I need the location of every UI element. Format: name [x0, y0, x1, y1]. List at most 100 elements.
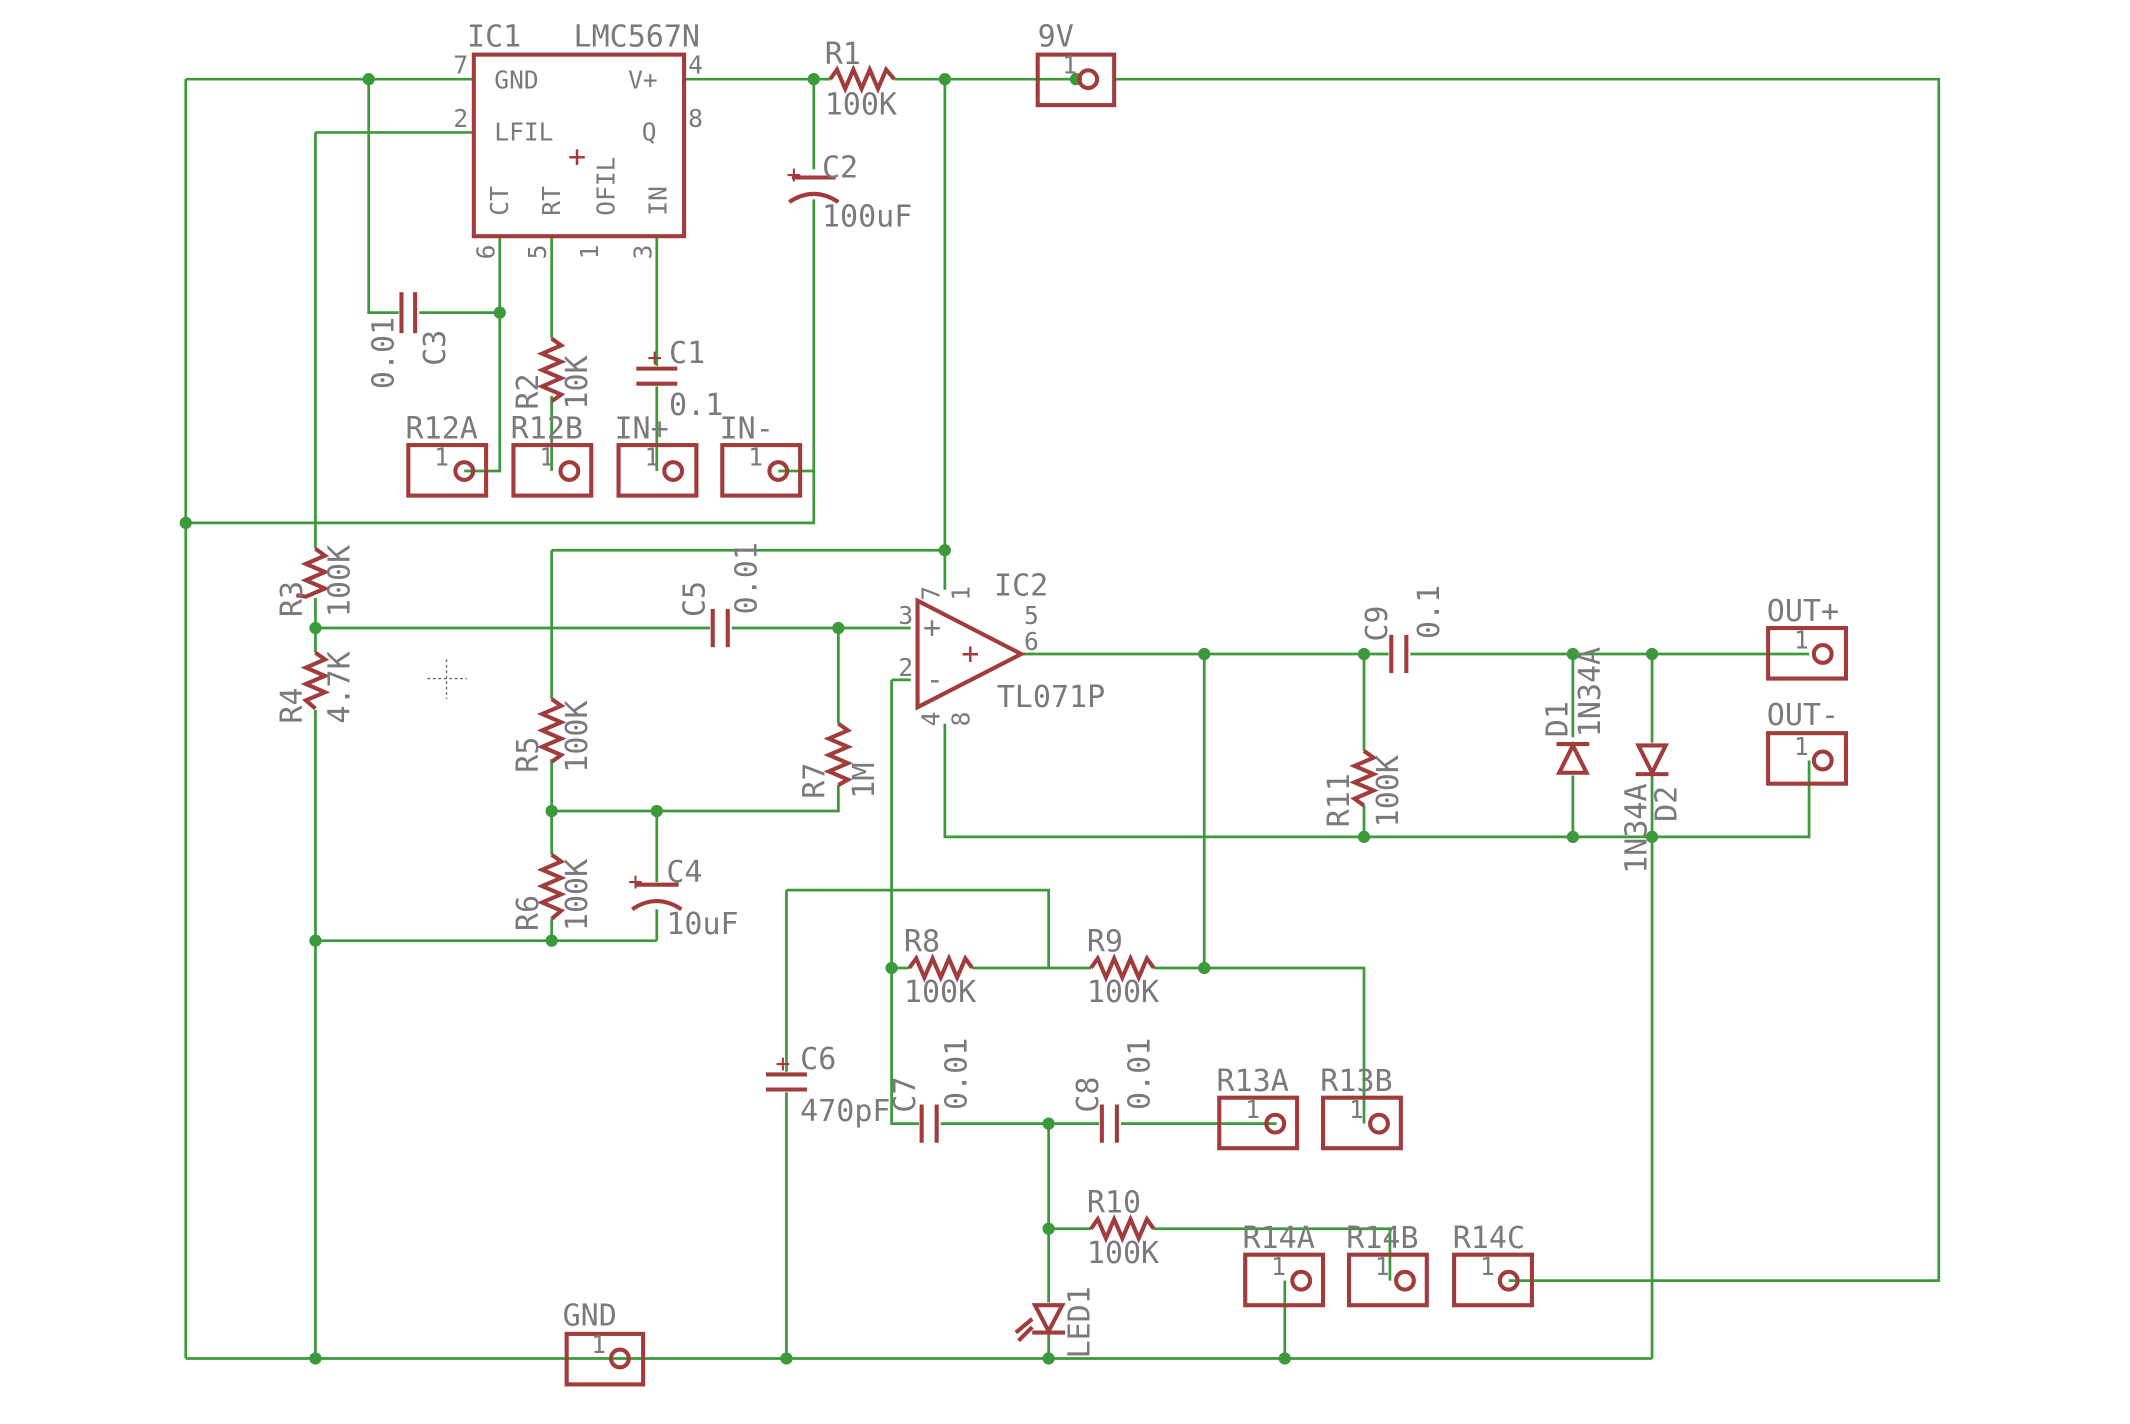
c2-polarity: + — [786, 160, 801, 189]
c9-value: 0.1 — [1412, 585, 1447, 639]
r10-ref: R10 — [1087, 1185, 1141, 1220]
pad-r12b: 1 R12B — [511, 411, 594, 498]
r9-ref: R9 — [1087, 925, 1123, 960]
pad-r13a-label: R13A — [1217, 1064, 1289, 1099]
pad-r14b-label: R14B — [1346, 1221, 1418, 1256]
pad-r12a-label: R12A — [406, 411, 478, 446]
crosshair-cursor-icon — [427, 659, 468, 700]
diodes: D1 1N34A 1N34A D2 LED1 — [1014, 647, 1685, 1358]
r8-symbol — [907, 953, 974, 983]
r10-value: 100K — [1087, 1236, 1159, 1271]
pad-r13a-pin: 1 — [1245, 1095, 1260, 1124]
ic1-ref: IC1 — [467, 19, 521, 54]
c1-value: 0.1 — [669, 388, 723, 423]
r9-symbol — [1089, 953, 1156, 983]
ic2-tl071p: + - + IC2 TL071P 7 1 3 2 5 6 4 8 — [898, 568, 1105, 726]
pad-out-plus-label: OUT+ — [1767, 594, 1839, 629]
pads: 1 9V 1 R12A 1 R12B 1 IN+ 1 IN- — [406, 19, 1848, 1387]
r8-ref: R8 — [904, 925, 940, 960]
pad-r14c-pin: 1 — [1480, 1252, 1495, 1281]
c4-ref: C4 — [666, 855, 702, 890]
ic2-pinnum-7: 7 — [916, 586, 945, 601]
pad-r13b: 1 R13B — [1320, 1064, 1403, 1151]
junctions — [179, 73, 1659, 1365]
r3-value: 100K — [323, 545, 358, 617]
c6-ref: C6 — [800, 1042, 836, 1077]
r2-value: 10K — [560, 355, 595, 409]
r2-ref: R2 — [511, 373, 546, 409]
c2-symbol — [788, 175, 840, 204]
capacitors: + C1 0.1 + C2 100uF 0.01 C3 + C4 10uF C5 — [366, 150, 1447, 1143]
pad-out-minus: 1 OUT- — [1766, 698, 1848, 786]
pad-out-minus-label: OUT- — [1767, 698, 1839, 733]
c9-ref: C9 — [1360, 606, 1395, 642]
pad-out-minus-pin: 1 — [1794, 732, 1809, 761]
ic1-pin-vplus: V+ — [628, 66, 658, 95]
ic1-lmc567n: IC1 LMC567N GND V+ LFIL Q + CT RT OFIL I… — [453, 19, 703, 259]
ic1-pin-gnd: GND — [494, 66, 538, 95]
r5-value: 100K — [560, 700, 595, 772]
pad-r12a: 1 R12A — [406, 411, 489, 498]
c1-symbol — [636, 366, 678, 386]
pad-in-plus-pin: 1 — [644, 443, 659, 472]
ic2-minus-mark: - — [926, 662, 944, 697]
c4-value: 10uF — [666, 907, 738, 942]
r7-value: 1M — [847, 763, 882, 799]
pad-r12b-label: R12B — [511, 411, 583, 446]
c5-symbol — [710, 608, 730, 648]
ic1-origin-mark: + — [568, 140, 586, 175]
d2-value: 1N34A — [1620, 783, 1655, 873]
c8-value: 0.01 — [1123, 1038, 1158, 1110]
pad-in-plus: 1 IN+ — [614, 411, 699, 498]
led1-symbol — [1014, 1303, 1066, 1343]
c9-symbol — [1389, 634, 1409, 674]
c8-symbol — [1099, 1104, 1119, 1143]
pad-r13b-label: R13B — [1320, 1064, 1392, 1099]
pad-9v: 1 9V — [1035, 19, 1117, 108]
c5-ref: C5 — [678, 581, 713, 617]
c3-ref: C3 — [418, 330, 453, 366]
led1-ref: LED1 — [1063, 1286, 1098, 1358]
r5-symbol — [536, 697, 567, 764]
r3-ref: R3 — [275, 581, 310, 617]
pad-9v-pin: 1 — [1062, 51, 1077, 80]
ic2-pinnum-8: 8 — [946, 712, 975, 727]
pad-in-minus-label: IN- — [720, 411, 774, 446]
ic2-ref: IC2 — [994, 568, 1048, 603]
r5-ref: R5 — [511, 737, 546, 773]
r4-value: 4.7K — [323, 651, 358, 723]
ic2-pinnum-3: 3 — [898, 601, 913, 630]
ic1-pinnum-1: 1 — [575, 245, 604, 260]
r7-symbol — [823, 721, 854, 787]
pad-r14c: 1 R14C — [1452, 1221, 1534, 1308]
ic2-value: TL071P — [997, 680, 1105, 715]
ic1-pinnum-8: 8 — [688, 104, 703, 133]
r10-symbol — [1089, 1214, 1156, 1244]
pad-r13b-pin: 1 — [1349, 1095, 1364, 1124]
ic1-pinnum-5: 5 — [523, 245, 552, 260]
pad-in-minus-pin: 1 — [748, 443, 763, 472]
c1-polarity: + — [647, 343, 662, 372]
d1-symbol — [1555, 740, 1590, 775]
ic2-plus-mark: + — [923, 611, 941, 646]
pad-r14b-pin: 1 — [1375, 1252, 1390, 1281]
c2-ref: C2 — [822, 150, 858, 185]
pad-gnd: 1 GND — [563, 1299, 646, 1387]
r11-ref: R11 — [1322, 773, 1357, 827]
pad-in-plus-label: IN+ — [614, 411, 668, 446]
r6-value: 100K — [560, 859, 595, 931]
ic1-pin-lfil: LFIL — [494, 118, 553, 147]
c7-symbol — [919, 1104, 939, 1143]
ic1-pin-q: Q — [642, 118, 657, 147]
ic2-origin-mark: + — [961, 637, 979, 672]
c3-value: 0.01 — [366, 317, 401, 389]
c5-value: 0.01 — [729, 542, 764, 614]
pad-gnd-pin: 1 — [591, 1330, 606, 1359]
c4-symbol — [631, 882, 683, 912]
ic1-pin-ofil: OFIL — [591, 157, 620, 216]
r2-symbol — [536, 336, 567, 404]
r11-symbol — [1349, 749, 1379, 808]
r3-symbol — [296, 547, 331, 599]
wires — [184, 77, 1941, 1360]
